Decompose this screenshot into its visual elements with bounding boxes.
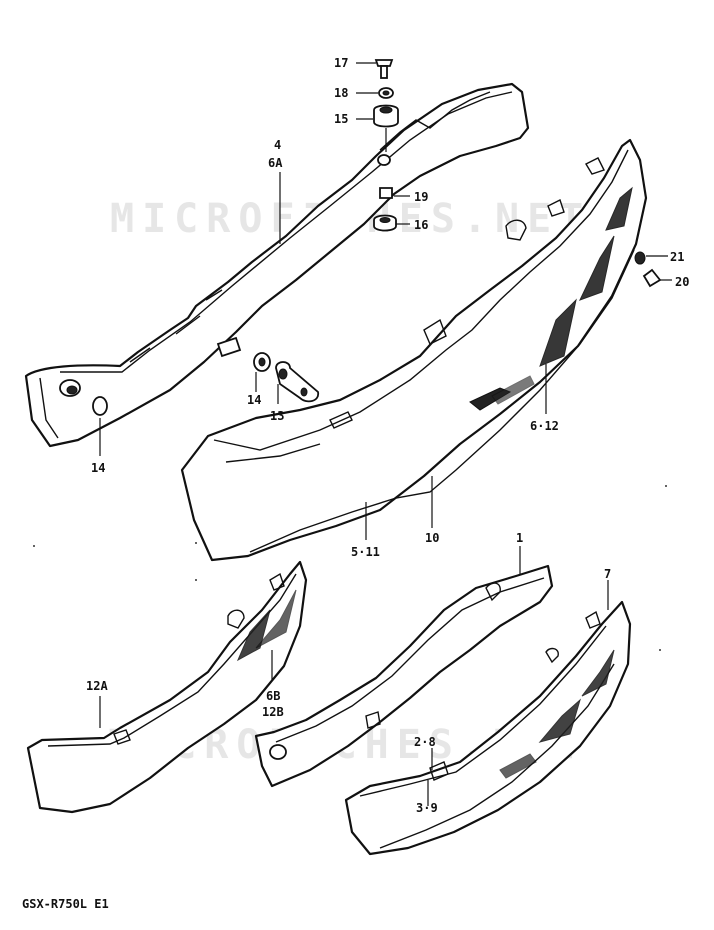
lower-cover-part-1 — [254, 564, 554, 788]
label-6a: 6A — [268, 156, 283, 170]
label-20: 20 — [675, 275, 689, 289]
label-16: 16 — [414, 218, 428, 232]
label-1: 1 — [516, 531, 523, 545]
label-12a: 12A — [86, 679, 108, 693]
callout-labels: 17 18 15 4 6A 19 16 21 20 14 13 14 6·12 … — [86, 56, 689, 815]
label-15: 15 — [334, 112, 348, 126]
label-6b: 6B — [266, 689, 280, 703]
lower-right-cover-part-7 — [344, 600, 632, 856]
label-3-9: 3·9 — [416, 801, 438, 815]
leader-lines — [99, 62, 672, 806]
label-14-upper: 14 — [247, 393, 261, 407]
tail-cover-part-10 — [180, 138, 648, 562]
model-code: GSX-R750L E1 — [22, 897, 109, 911]
label-18: 18 — [334, 86, 348, 100]
scan-specks — [33, 485, 667, 651]
label-4: 4 — [274, 138, 281, 152]
label-6-12: 6·12 — [530, 419, 559, 433]
label-2-8: 2·8 — [414, 735, 436, 749]
label-19: 19 — [414, 190, 428, 204]
label-13: 13 — [270, 409, 284, 423]
label-12b: 12B — [262, 705, 284, 719]
label-17: 17 — [334, 56, 348, 70]
label-14-lower: 14 — [91, 461, 105, 475]
seat-cover-part-4 — [24, 82, 530, 448]
label-21: 21 — [670, 250, 684, 264]
hardware-stack — [216, 59, 662, 403]
label-10: 10 — [425, 531, 439, 545]
label-7: 7 — [604, 567, 611, 581]
lower-left-cover-part-12a — [26, 560, 308, 814]
label-5-11: 5·11 — [351, 545, 380, 559]
